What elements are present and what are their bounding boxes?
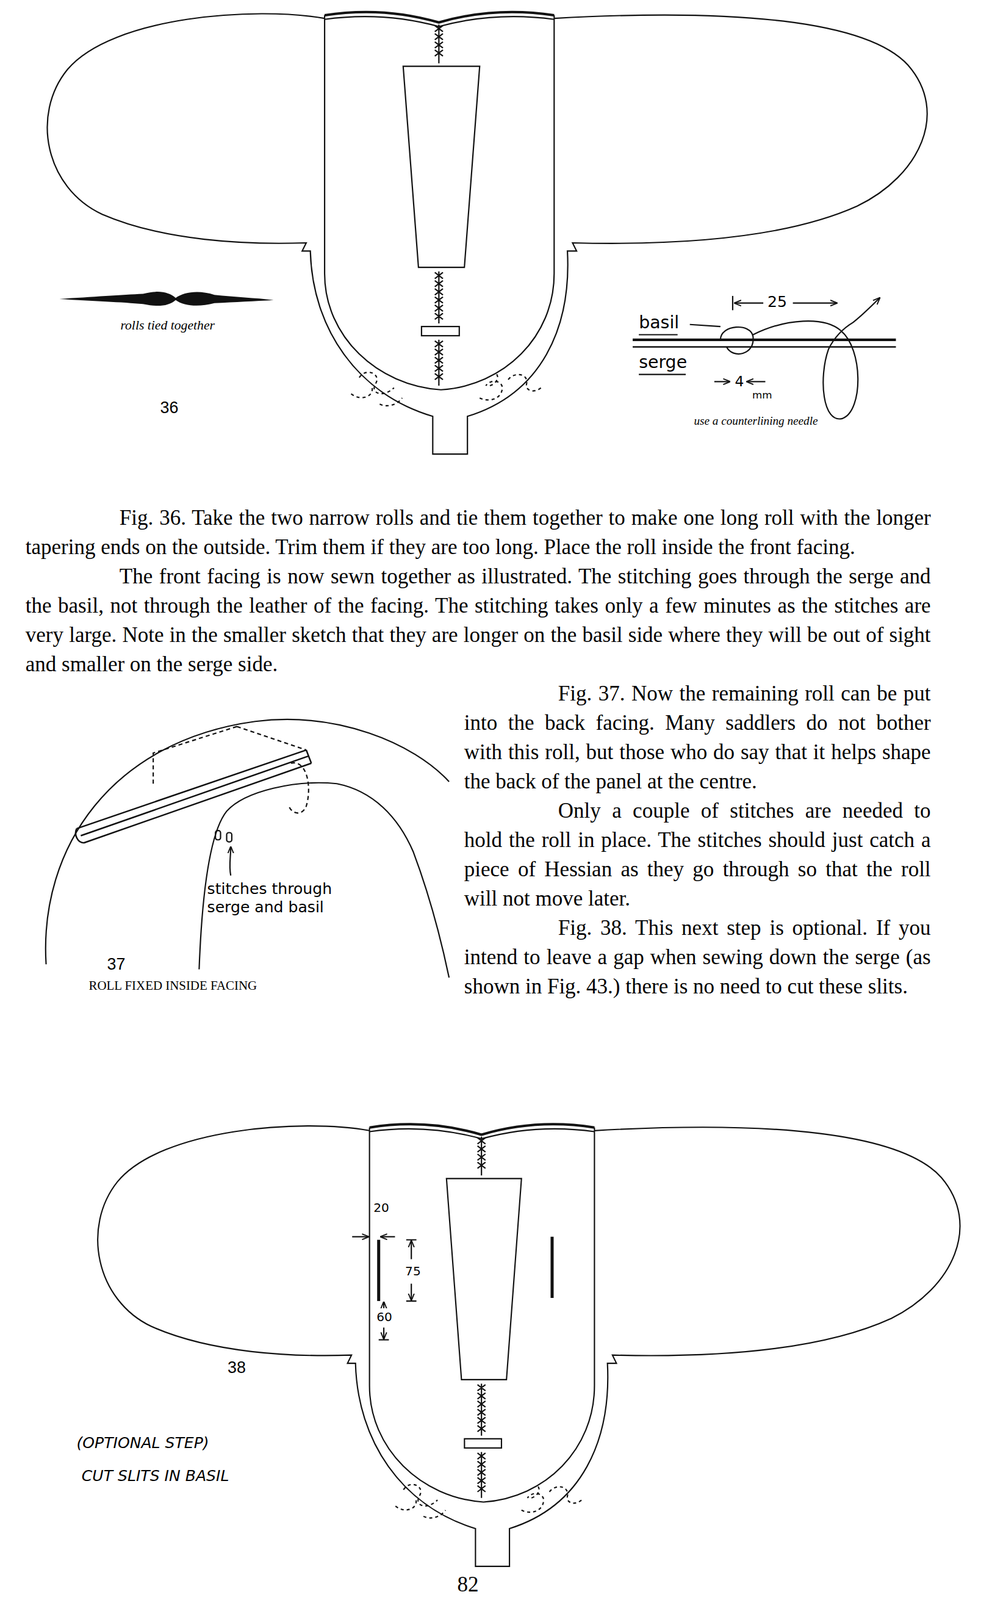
figure-38-line	[410, 1240, 412, 1259]
stitch-sketch-line	[732, 295, 734, 310]
figure-note: CUT SLITS IN BASIL	[81, 1466, 230, 1485]
body-text: Fig. 36. Take the two narrow rolls and t…	[25, 503, 931, 1002]
stitch-sketch-line	[714, 380, 730, 382]
figure-note: rolls tied together	[120, 317, 215, 334]
figure-38-line	[410, 1283, 412, 1301]
dimension: 60	[376, 1309, 393, 1324]
dimension: 75	[405, 1263, 421, 1279]
callout-label: stitches through serge and basil	[207, 879, 351, 917]
body-paragraph: Only a couple of stitches are needed to …	[25, 796, 931, 914]
figure-note: use a counterlining needle	[694, 413, 819, 428]
figure-37-line	[153, 726, 307, 784]
stitch-sketch-line	[632, 338, 896, 342]
body-paragraph: Fig. 37. Now the remaining roll can be p…	[25, 679, 931, 797]
stitch-sketch-line	[690, 324, 721, 327]
figure-37-line	[198, 782, 450, 978]
figure-38-line	[383, 1327, 385, 1339]
stitch-sketch-line	[632, 345, 896, 348]
unit-label: mm	[752, 388, 773, 401]
tied-rolls	[59, 291, 274, 306]
body-paragraph: Fig. 36. Take the two narrow rolls and t…	[25, 503, 931, 562]
figure-37	[45, 719, 450, 978]
body-paragraph: Fig. 38. This next step is optional. If …	[25, 913, 931, 1002]
stitch-sketch-line	[720, 327, 754, 354]
figure-37-line	[230, 846, 231, 876]
stitch-sketch-line	[734, 302, 764, 304]
figure-37-line	[215, 830, 221, 840]
figure-note: (OPTIONAL STEP)	[76, 1433, 210, 1453]
figure-38	[97, 1123, 960, 1566]
figure-37-line	[226, 832, 232, 842]
saddle-panel	[47, 12, 928, 454]
dimension: 20	[373, 1200, 390, 1215]
stitch-sketch-line	[638, 333, 678, 335]
stitch-sketch-line	[746, 380, 766, 382]
figure-38-line	[383, 1301, 385, 1309]
figure-36	[47, 12, 928, 454]
figure-37-line	[75, 749, 312, 843]
body-paragraph: The front facing is now sewn together as…	[25, 561, 931, 680]
figure-number: 37	[107, 954, 126, 974]
figure-number: 38	[227, 1357, 246, 1377]
dimension: 25	[767, 292, 788, 312]
figure-37-line	[289, 762, 309, 813]
figure-number: 36	[160, 397, 179, 418]
stitch-sketch-line	[638, 373, 686, 376]
figure-gap	[25, 679, 465, 1002]
figure-38-line	[352, 1236, 369, 1238]
figure-38-line	[378, 1339, 390, 1341]
stitch-sketch-line	[752, 297, 880, 419]
figure-38-line	[377, 1239, 381, 1301]
stitch-sketch	[632, 295, 896, 420]
material-label: basil	[638, 312, 680, 334]
dimension: 4	[734, 372, 744, 390]
page-number: 82	[456, 1571, 479, 1598]
saddle-panel	[97, 1123, 960, 1566]
figure-caption: ROLL FIXED INSIDE FACING	[89, 977, 258, 994]
material-label: serge	[638, 352, 687, 373]
figure-38-line	[550, 1236, 554, 1298]
figure-38-line	[380, 1236, 395, 1238]
stitch-sketch-line	[793, 302, 838, 304]
figure-37-line	[45, 719, 450, 964]
